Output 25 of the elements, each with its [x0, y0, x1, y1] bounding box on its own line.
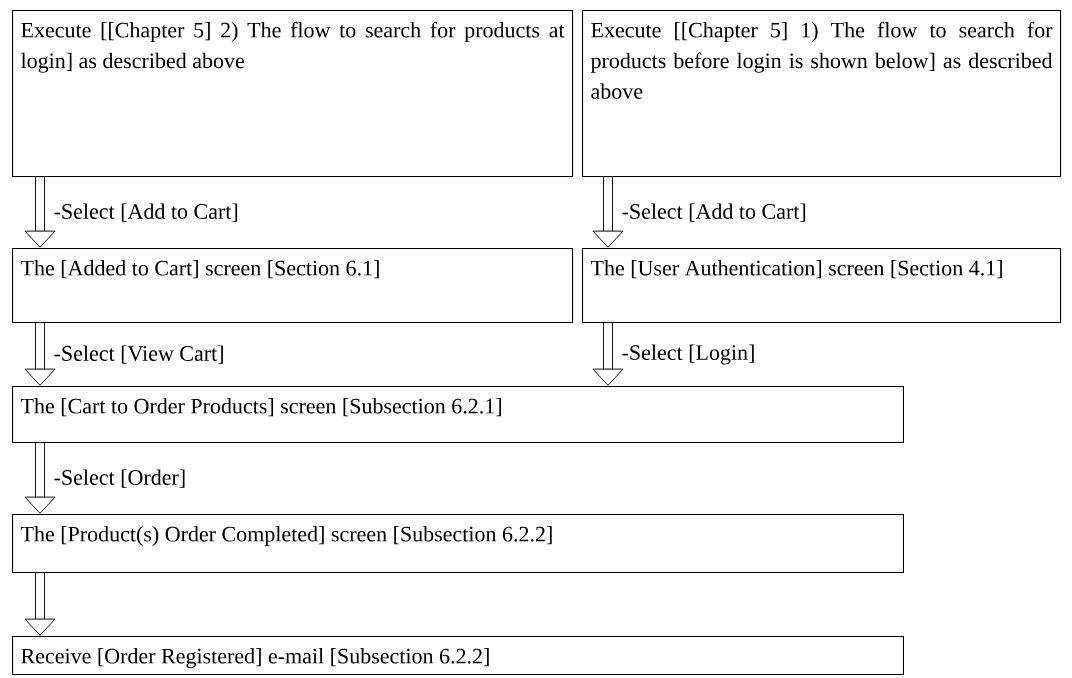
box-text: The [Product(s) Order Completed] screen [Subsection 6.2.2] — [20, 526, 552, 546]
edge-label: -Select [Order] — [54, 469, 185, 488]
box-text: The [User Authentication] screen [Section 4.1] — [590, 260, 1002, 279]
screen-box — [12, 636, 904, 676]
edge-label: -Select [View Cart] — [54, 345, 223, 364]
box-text: Execute [[Chapter 5] 2) The flow to search for products at login] as described above — [21, 21, 565, 73]
screen-box — [12, 386, 904, 444]
screen-box — [12, 514, 904, 574]
screen-box — [582, 248, 1062, 324]
screen-box — [12, 248, 574, 324]
box-text: Receive [Order Registered] e-mail [Subsection 6.2.2] — [21, 648, 489, 669]
screen-box — [582, 10, 1062, 178]
box-text: Execute [[Chapter 5] 1) The flow to search for products before login is shown below] as described above — [590, 21, 1053, 99]
screen-box — [12, 10, 574, 178]
block-arrow — [24, 443, 56, 514]
box-text: The [Added to Cart] screen [Section 6.1] — [20, 260, 379, 279]
box-text: The [Cart to Order Products] screen [Subsection 6.2.1] — [20, 398, 501, 417]
edge-label: -Select [Login] — [622, 344, 754, 365]
block-arrow — [592, 177, 624, 248]
block-arrow — [24, 177, 56, 248]
edge-label: -Select [Add to Cart] — [622, 203, 806, 222]
edge-label: -Select [Add to Cart] — [54, 203, 238, 222]
block-arrow — [24, 573, 56, 636]
block-arrow — [592, 323, 624, 386]
block-arrow — [24, 323, 56, 386]
